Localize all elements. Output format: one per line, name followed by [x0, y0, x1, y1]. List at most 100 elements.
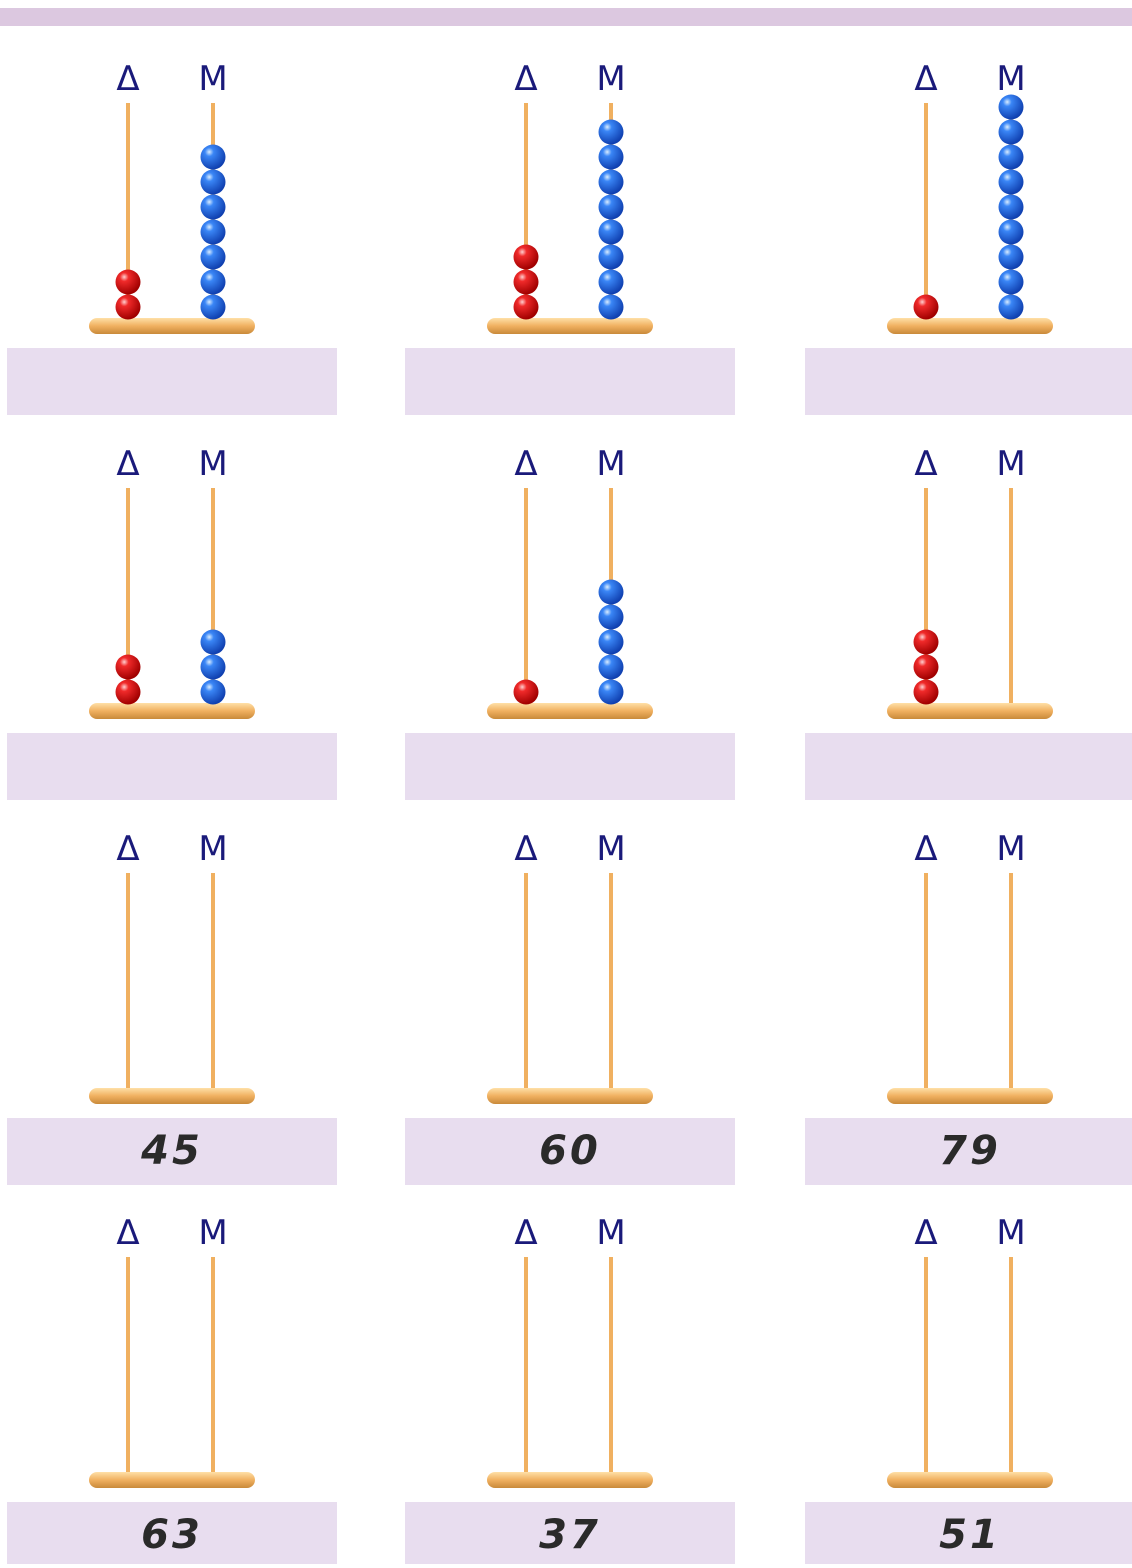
units-label: Μ — [198, 829, 227, 869]
units-bead — [598, 244, 624, 270]
answer-box[interactable] — [7, 348, 337, 415]
units-rod — [211, 1257, 215, 1480]
units-bead — [598, 144, 624, 170]
tens-bead — [115, 294, 141, 320]
tens-bead — [913, 679, 939, 705]
units-rod — [1009, 488, 1013, 711]
tens-rod — [924, 488, 928, 711]
tens-rod — [126, 488, 130, 711]
units-bead — [998, 244, 1024, 270]
units-label: Μ — [596, 444, 625, 484]
abacus-base — [487, 703, 653, 719]
units-bead — [598, 604, 624, 630]
units-bead — [998, 194, 1024, 220]
units-label: Μ — [596, 59, 625, 99]
units-bead — [598, 219, 624, 245]
tens-bead — [513, 244, 539, 270]
answer-box[interactable]: 63 — [7, 1502, 337, 1564]
answer-box[interactable] — [7, 733, 337, 800]
tens-label: Δ — [914, 829, 937, 869]
units-bead — [200, 294, 226, 320]
tens-bead — [913, 294, 939, 320]
tens-label: Δ — [116, 59, 139, 99]
units-rod — [1009, 1257, 1013, 1480]
tens-bead — [513, 294, 539, 320]
tens-rod — [924, 1257, 928, 1480]
units-label: Μ — [198, 444, 227, 484]
tens-rod — [126, 873, 130, 1096]
abacus-base — [89, 1472, 255, 1488]
tens-rod — [524, 488, 528, 711]
tens-label: Δ — [116, 829, 139, 869]
answer-box[interactable]: 37 — [405, 1502, 735, 1564]
tens-label: Δ — [914, 59, 937, 99]
units-bead — [598, 119, 624, 145]
answer-box[interactable]: 79 — [805, 1118, 1132, 1185]
units-bead — [200, 244, 226, 270]
answer-box[interactable] — [405, 733, 735, 800]
tens-bead — [115, 679, 141, 705]
tens-bead — [513, 679, 539, 705]
units-label: Μ — [596, 1213, 625, 1253]
units-bead — [598, 679, 624, 705]
units-bead — [598, 269, 624, 295]
abacus-base — [487, 1088, 653, 1104]
units-label: Μ — [198, 1213, 227, 1253]
units-rod — [609, 873, 613, 1096]
answer-box[interactable] — [805, 348, 1132, 415]
tens-bead — [115, 269, 141, 295]
answer-box[interactable] — [405, 348, 735, 415]
units-label: Μ — [996, 444, 1025, 484]
units-bead — [598, 194, 624, 220]
tens-bead — [513, 269, 539, 295]
units-bead — [598, 169, 624, 195]
answer-box[interactable]: 60 — [405, 1118, 735, 1185]
units-label: Μ — [996, 1213, 1025, 1253]
header-band — [0, 8, 1132, 26]
tens-label: Δ — [914, 444, 937, 484]
units-bead — [998, 269, 1024, 295]
answer-box[interactable]: 51 — [805, 1502, 1132, 1564]
abacus-base — [487, 1472, 653, 1488]
units-bead — [998, 169, 1024, 195]
units-bead — [998, 294, 1024, 320]
units-rod — [1009, 873, 1013, 1096]
abacus-base — [887, 1472, 1053, 1488]
tens-rod — [524, 1257, 528, 1480]
answer-box[interactable]: 45 — [7, 1118, 337, 1185]
tens-label: Δ — [514, 59, 537, 99]
units-bead — [200, 679, 226, 705]
tens-label: Δ — [116, 1213, 139, 1253]
tens-label: Δ — [514, 444, 537, 484]
abacus-base — [89, 703, 255, 719]
units-bead — [998, 94, 1024, 120]
units-label: Μ — [996, 829, 1025, 869]
units-label: Μ — [596, 829, 625, 869]
tens-label: Δ — [514, 1213, 537, 1253]
abacus-base — [887, 1088, 1053, 1104]
tens-label: Δ — [514, 829, 537, 869]
units-bead — [200, 219, 226, 245]
tens-label: Δ — [116, 444, 139, 484]
answer-box[interactable] — [805, 733, 1132, 800]
units-bead — [998, 219, 1024, 245]
units-bead — [998, 144, 1024, 170]
units-bead — [200, 269, 226, 295]
